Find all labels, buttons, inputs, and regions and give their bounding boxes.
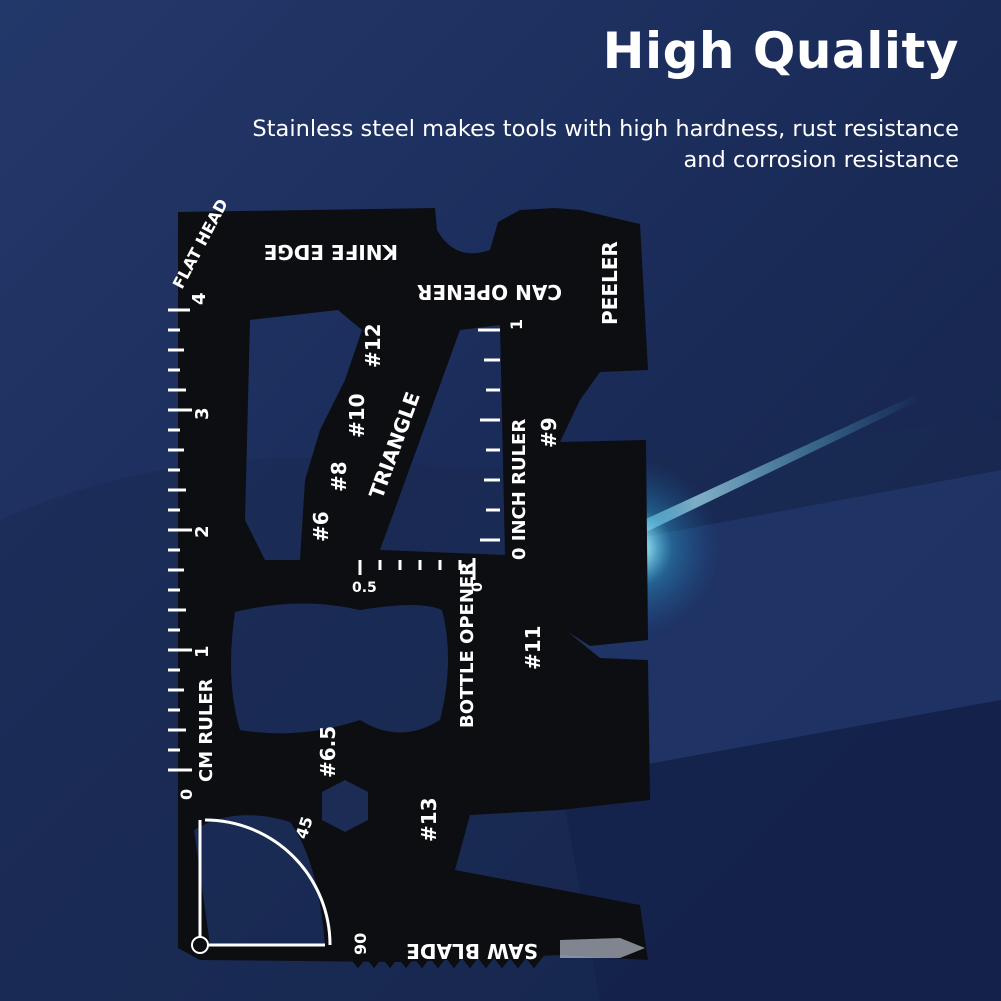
- label-ruler-4: 4: [189, 292, 210, 305]
- saw-teeth: [348, 951, 544, 969]
- multitool-card: [168, 208, 650, 969]
- inch-ruler-ticks: [478, 328, 500, 542]
- label-ruler-3: 3: [192, 407, 213, 420]
- label-hex-9: #9: [537, 417, 561, 448]
- description-line-2: and corrosion resistance: [683, 147, 959, 173]
- label-hex-12: #12: [361, 323, 385, 368]
- headline: High Quality: [602, 22, 959, 80]
- cm-ruler-ticks: [168, 308, 192, 772]
- description: Stainless steel makes tools with high ha…: [199, 114, 959, 176]
- label-inch-ruler: 0 INCH RULER: [509, 419, 530, 560]
- label-ruler-2: 2: [192, 525, 213, 538]
- label-ruler-1: 1: [192, 645, 213, 658]
- label-hex-10: #10: [345, 393, 369, 438]
- label-saw-blade: SAW BLADE: [406, 939, 538, 963]
- label-scale-0-5: 0.5: [352, 580, 377, 596]
- label-angle-90: 90: [351, 933, 370, 955]
- label-hex-13: #13: [417, 797, 441, 842]
- triangle-scale-ticks: [358, 558, 476, 580]
- description-line-1: Stainless steel makes tools with high ha…: [252, 116, 959, 142]
- label-knife-edge: KNIFE EDGE: [264, 240, 398, 264]
- label-hex-8: #8: [327, 461, 351, 492]
- label-bottle-opener: BOTTLE OPENER: [457, 562, 478, 728]
- label-scale-0: 0: [470, 582, 486, 592]
- label-cm-ruler: CM RULER: [196, 678, 217, 782]
- label-inch-one: 1: [507, 319, 526, 330]
- label-hex-6-5: #6.5: [316, 726, 340, 778]
- label-hex-11: #11: [521, 625, 545, 670]
- book-side: [560, 700, 1001, 1001]
- label-can-opener: CAN OPENER: [417, 280, 562, 304]
- protractor: [191, 818, 332, 954]
- hex-hole: [322, 780, 368, 832]
- label-hex-6: #6: [309, 511, 333, 542]
- label-peeler: PEELER: [598, 241, 622, 325]
- blade-tip: [560, 938, 645, 958]
- label-ruler-0: 0: [177, 789, 196, 800]
